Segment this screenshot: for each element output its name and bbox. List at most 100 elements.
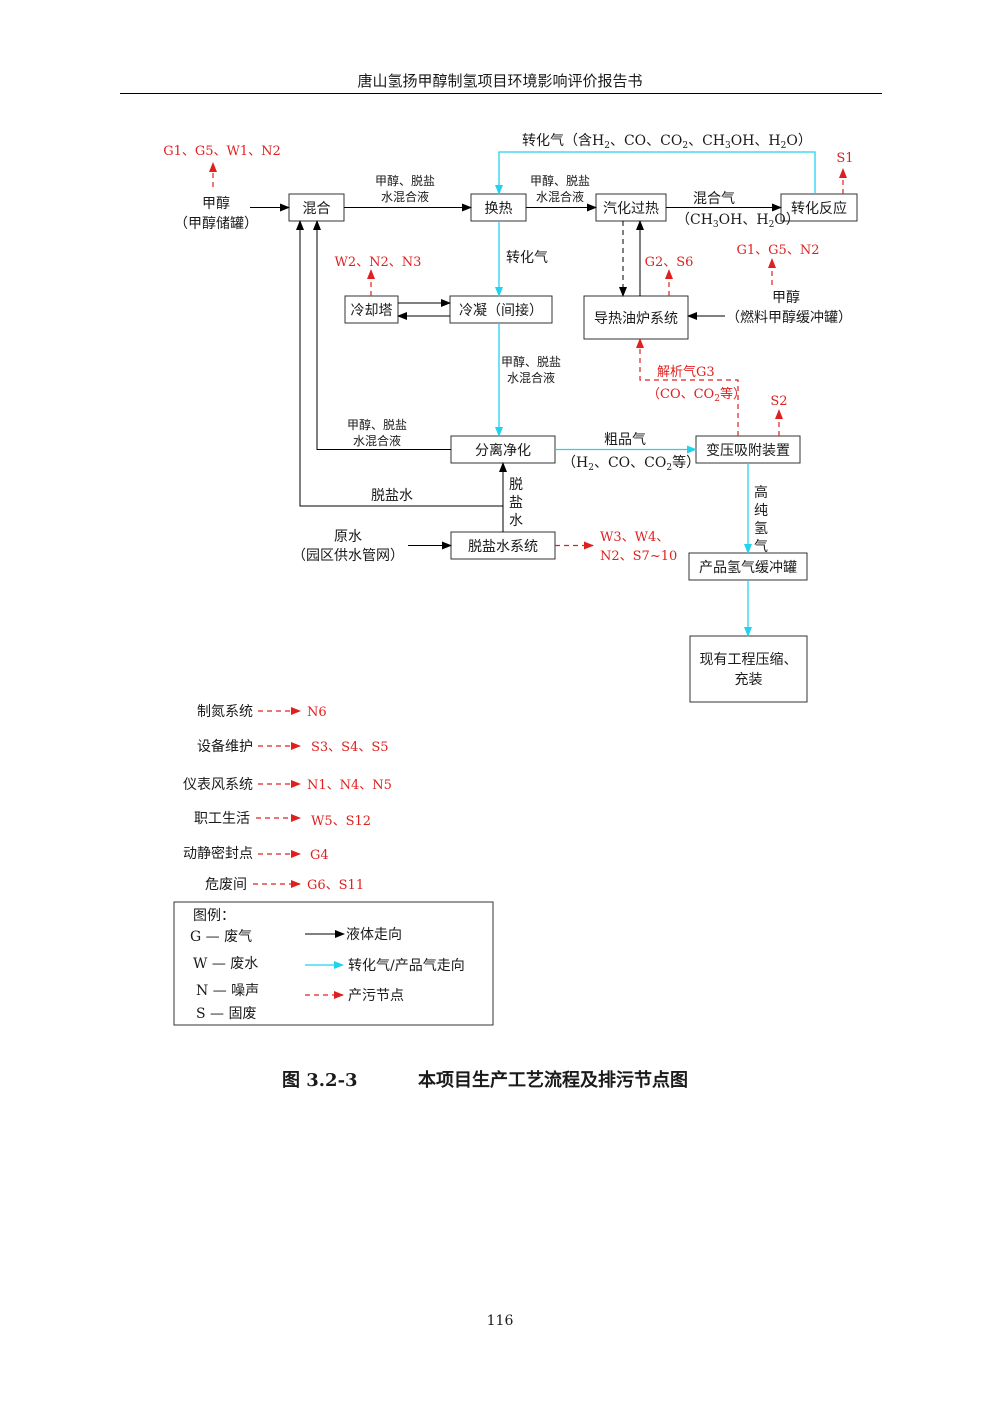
pollutant-fuel-methanol: G1、G5、N2 — [737, 243, 820, 258]
other-source-name: 仪表风系统 — [183, 777, 253, 793]
legend-gas: 转化气/产品气走向 — [348, 958, 465, 974]
page-header: 唐山氢扬甲醇制氢项目环境影响评价报告书 — [357, 72, 643, 90]
label-methanol: 甲醇 — [202, 195, 230, 212]
node-mix: 混合 — [288, 193, 345, 222]
pollutant-psa: S2 — [770, 394, 787, 409]
pollutant-furnace: G2、S6 — [645, 255, 694, 270]
other-source-row: 职工生活 W5、S12 — [194, 811, 371, 829]
label-mix-liquid-7: 甲醇、脱盐 — [347, 417, 407, 432]
header-rule — [120, 93, 882, 94]
label-hp-v3: 氢 — [754, 521, 768, 537]
pollutant-methanol-tank: G1、G5、W1、N2 — [163, 144, 281, 159]
label-desalt-v2: 盐 — [509, 495, 523, 511]
legend-s: S — 固废 — [196, 1006, 257, 1022]
other-source-name: 危废间 — [205, 877, 247, 893]
other-source-row: 制氮系统 N6 — [197, 704, 327, 720]
label-crude-gas: 粗品气 — [604, 432, 646, 448]
label-hp-v4: 气 — [754, 539, 768, 555]
other-source-row: 动静密封点 G4 — [183, 845, 329, 863]
flow-desalt-water-to-mix — [296, 220, 503, 507]
node-heat-exchange-label: 换热 — [485, 200, 513, 217]
label-reform-gas-composition: 转化气（含H2、CO、CO2、CH3OH、H2O） — [522, 133, 812, 151]
node-condense-label: 冷凝（间接） — [459, 302, 543, 319]
label-desalt-water: 脱盐水 — [371, 488, 413, 504]
label-mix-liquid-6: 水混合液 — [507, 370, 555, 385]
other-source-row: 危废间 G6、S11 — [205, 877, 364, 893]
flow-desorb-gas — [636, 338, 739, 436]
pollutant-desalt-a: W3、W4、 — [600, 530, 669, 545]
label-raw-water: 原水 — [334, 529, 362, 545]
other-source-pollutants: G4 — [310, 848, 329, 863]
label-desalt-v3: 水 — [509, 513, 523, 529]
node-desalt-system: 脱盐水系统 — [450, 531, 556, 560]
node-vaporize-label: 汽化过热 — [603, 201, 659, 217]
node-separation-label: 分离净化 — [475, 442, 531, 459]
node-h2-buffer-label: 产品氢气缓冲罐 — [699, 560, 797, 576]
node-h2-buffer: 产品氢气缓冲罐 — [688, 552, 808, 581]
label-crude-composition: （H2、CO、CO2等） — [562, 454, 700, 473]
legend-n: N — 噪声 — [196, 983, 259, 999]
other-source-row: 设备维护 S3、S4、S5 — [197, 738, 389, 755]
legend-g: G — 废气 — [190, 929, 252, 945]
label-desorb-composition: （CO、CO2等） — [647, 386, 746, 404]
node-mix-label: 混合 — [303, 201, 331, 217]
other-source-name: 制氮系统 — [197, 704, 253, 720]
label-mixed-gas-composition: （CH3OH、H2O） — [676, 212, 800, 230]
other-source-name: 职工生活 — [194, 811, 250, 827]
node-separation: 分离净化 — [450, 435, 556, 464]
node-cooling-tower: 冷却塔 — [344, 295, 399, 324]
other-source-pollutants: W5、S12 — [311, 814, 371, 829]
legend-liquid: 液体走向 — [346, 927, 402, 943]
node-heat-exchange: 换热 — [470, 193, 527, 222]
other-source-name: 动静密封点 — [183, 845, 253, 862]
legend-pollution: 产污节点 — [348, 988, 404, 1004]
label-mix-liquid-4: 水混合液 — [536, 189, 584, 204]
node-reform: 转化反应 — [780, 193, 858, 222]
node-furnace-label: 导热油炉系统 — [594, 311, 678, 327]
label-fuel-methanol-tank: （燃料甲醇缓冲罐） — [726, 309, 852, 326]
process-flow-diagram: 混合 换热 汽化过热 转化反应 冷却塔 冷凝（间接） 导热油炉系统 分离净化 变… — [163, 133, 858, 1026]
label-methanol-tank: （甲醇储罐） — [174, 215, 258, 232]
other-source-pollutants: N6 — [307, 705, 327, 720]
pollutant-cooling-tower: W2、N2、N3 — [335, 255, 422, 270]
label-mix-liquid-5: 甲醇、脱盐 — [501, 354, 561, 369]
flow-separation-to-mix — [313, 220, 451, 450]
node-desalt-label: 脱盐水系统 — [468, 539, 538, 555]
caption-number: 图 3.2-3 — [282, 1070, 358, 1091]
node-vaporize: 汽化过热 — [595, 193, 667, 222]
legend-title: 图例： — [193, 908, 235, 924]
node-psa-label: 变压吸附装置 — [706, 443, 790, 459]
node-reform-label: 转化反应 — [791, 200, 847, 217]
other-source-pollutants: S3、S4、S5 — [311, 740, 389, 755]
legend: 图例： G — 废气 W — 废水 N — 噪声 S — 固废 液体走向 转化气… — [173, 901, 494, 1026]
node-psa: 变压吸附装置 — [695, 435, 801, 464]
pollutant-reform: S1 — [836, 151, 853, 166]
page-number: 116 — [486, 1313, 514, 1329]
node-cooling-tower-label: 冷却塔 — [351, 303, 393, 319]
label-hp-v2: 纯 — [754, 503, 768, 519]
node-existing-line1: 现有工程压缩、 — [700, 652, 798, 668]
node-condense: 冷凝（间接） — [449, 295, 553, 324]
node-existing-line2: 充装 — [735, 672, 763, 688]
label-mixed-gas: 混合气 — [693, 191, 735, 207]
label-desorb-gas: 解析气G3 — [657, 364, 715, 380]
caption-title: 本项目生产工艺流程及排污节点图 — [418, 1070, 688, 1091]
legend-w: W — 废水 — [193, 956, 258, 972]
node-existing-compression: 现有工程压缩、 充装 — [689, 635, 808, 703]
label-mix-liquid-2: 水混合液 — [381, 189, 429, 204]
label-desalt-v1: 脱 — [509, 477, 523, 493]
label-fuel-methanol: 甲醇 — [772, 289, 800, 306]
other-source-pollutants: N1、N4、N5 — [307, 778, 392, 793]
other-source-row: 仪表风系统 N1、N4、N5 — [183, 777, 392, 793]
label-hp-v1: 高 — [754, 484, 768, 501]
label-reform-gas: 转化气 — [506, 250, 548, 266]
label-mix-liquid-1: 甲醇、脱盐 — [375, 173, 435, 188]
label-mix-liquid-8: 水混合液 — [353, 433, 401, 448]
other-source-pollutants: G6、S11 — [307, 878, 364, 893]
other-source-name: 设备维护 — [197, 738, 253, 755]
flow-reform-gas-return — [495, 151, 816, 195]
node-heat-oil-furnace: 导热油炉系统 — [583, 295, 689, 340]
label-mix-liquid-3: 甲醇、脱盐 — [530, 173, 590, 188]
pollutant-desalt-b: N2、S7~10 — [600, 549, 677, 564]
label-raw-water-source: （园区供水管网） — [292, 548, 404, 564]
